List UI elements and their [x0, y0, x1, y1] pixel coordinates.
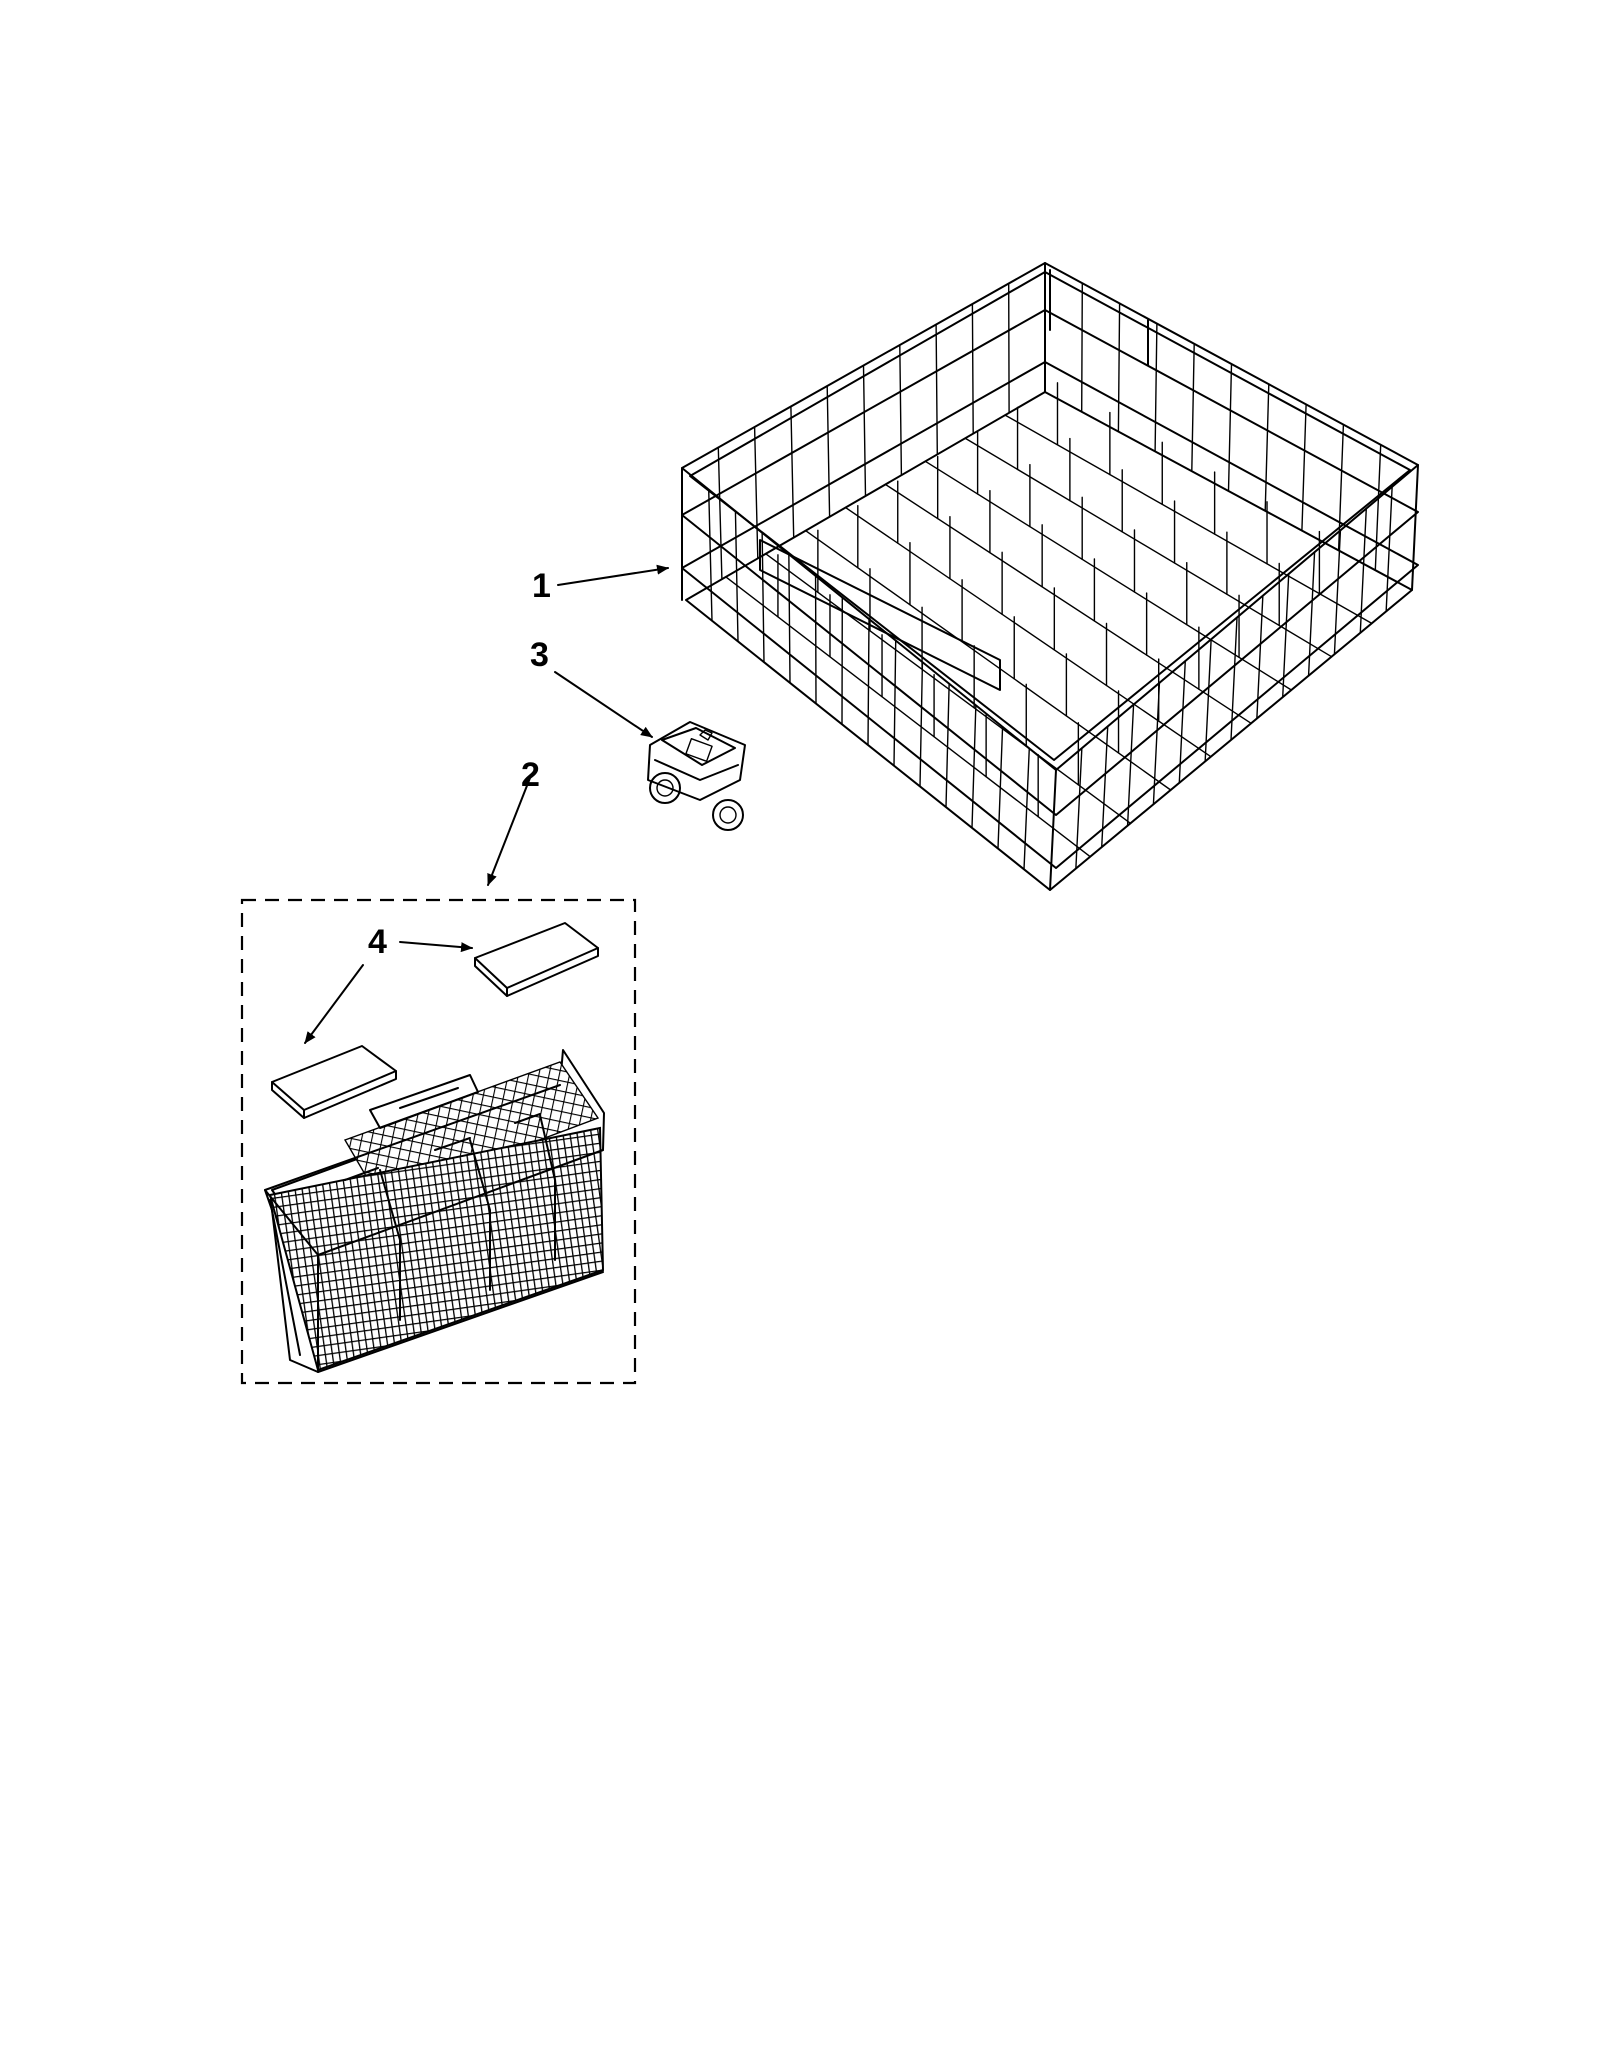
callout-2: 2 — [521, 756, 540, 794]
basket-lid-icon[interactable] — [271, 1045, 397, 1119]
silverware-basket-icon[interactable] — [264, 1049, 605, 1373]
leader-arrow-4a — [399, 941, 473, 953]
leader-arrow-1 — [557, 564, 669, 586]
leader-arrow-4b — [304, 964, 364, 1044]
rack-wheel-assembly-icon[interactable] — [647, 721, 746, 831]
leader-arrow-2 — [487, 777, 531, 886]
dish-rack-icon[interactable] — [681, 262, 1419, 891]
callout-3: 3 — [530, 636, 549, 674]
callout-4: 4 — [368, 923, 387, 961]
leader-arrow-3 — [554, 671, 653, 738]
callout-1: 1 — [532, 567, 551, 605]
callout-arrows — [304, 564, 669, 1044]
basket-lid-icon[interactable] — [474, 922, 599, 997]
assembly-boundary — [240, 898, 637, 1385]
